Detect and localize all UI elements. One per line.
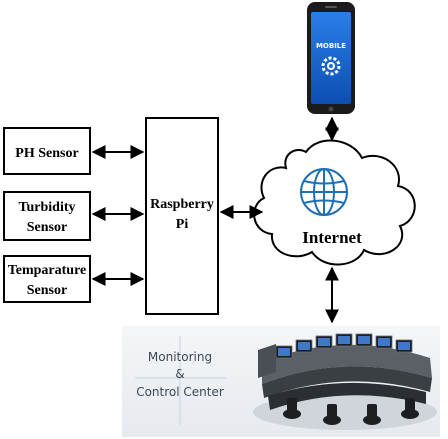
- raspberry-pi-label-line1: Raspberry: [150, 197, 214, 212]
- raspberry-pi-box: Raspberry Pi: [145, 117, 219, 315]
- temperature-sensor-label-line1: Temparature: [8, 263, 87, 278]
- ph-sensor-box: PH Sensor: [3, 127, 91, 175]
- turbidity-sensor-box: Turbidity Sensor: [3, 191, 91, 241]
- temperature-sensor-box: Temparature Sensor: [3, 255, 91, 303]
- globe-icon: [300, 168, 348, 216]
- turbidity-sensor-label-line1: Turbidity: [18, 200, 75, 215]
- raspberry-pi-label-line2: Pi: [176, 217, 189, 232]
- control-room-image: [253, 333, 437, 430]
- internet-label: Internet: [302, 228, 362, 247]
- turbidity-sensor-label-line2: Sensor: [27, 220, 67, 235]
- ph-sensor-label: PH Sensor: [15, 146, 78, 161]
- gear-icon: [321, 56, 341, 76]
- control-center-label-line1: Monitoring: [148, 350, 212, 364]
- control-center-label-line2: &: [175, 367, 184, 381]
- phone-image: MOBILE: [307, 2, 355, 114]
- temperature-sensor-label-line2: Sensor: [27, 283, 67, 298]
- crosshair-decoration: [135, 336, 226, 425]
- mobile-label: MOBILE: [316, 42, 346, 50]
- control-center: Monitoring & Control Center: [122, 326, 440, 437]
- control-center-label-line3: Control Center: [136, 385, 224, 399]
- internet-cloud: Internet: [253, 139, 416, 266]
